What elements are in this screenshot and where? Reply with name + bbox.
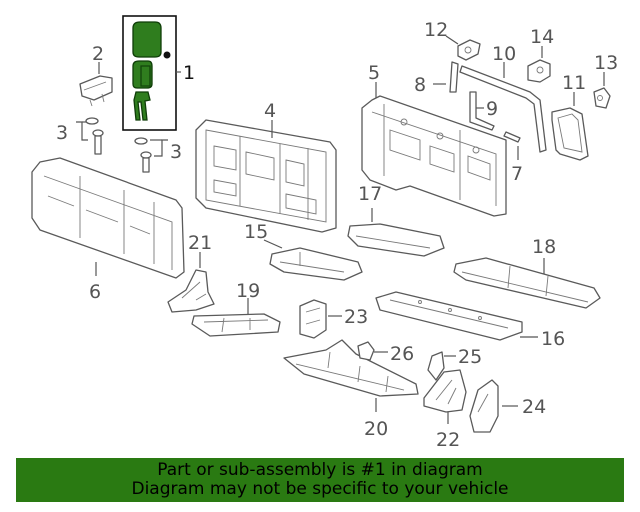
part-14-latch-assembly[interactable] (527, 46, 551, 83)
part-11-frame-loop[interactable] (551, 92, 589, 161)
callout-20: 20 (364, 418, 388, 440)
callout-1: 1 (183, 62, 195, 84)
part-25-cover[interactable] (427, 351, 456, 381)
part-1-button (163, 51, 171, 59)
callout-16: 16 (541, 328, 565, 350)
callout-25: 25 (458, 346, 482, 368)
part-26-clip[interactable] (357, 341, 388, 361)
part-3-bolt-left[interactable] (76, 117, 104, 155)
parts-diagram: 1 2 3 3 4 5 (31, 15, 618, 451)
part-3-bolt-right[interactable] (134, 137, 168, 173)
callout-24: 24 (522, 396, 546, 418)
callout-22: 22 (436, 429, 460, 451)
callout-14: 14 (530, 26, 554, 48)
callout-4: 4 (264, 100, 276, 122)
callout-17: 17 (358, 183, 382, 205)
part-12-latch[interactable] (445, 35, 481, 61)
part-1-headrest (132, 21, 162, 58)
callout-2: 2 (92, 43, 104, 65)
callout-21: 21 (188, 232, 212, 254)
part-5-rear-panel[interactable] (361, 82, 507, 217)
part-8-tube[interactable] (433, 61, 459, 93)
callout-12: 12 (424, 19, 448, 41)
part-7-clip[interactable] (503, 131, 521, 160)
callout-7: 7 (511, 163, 523, 185)
part-1-head-restraint-kit[interactable] (122, 15, 181, 131)
part-2-head-restraint[interactable] (79, 62, 113, 107)
callout-23: 23 (344, 306, 368, 328)
callout-19: 19 (236, 280, 260, 302)
callout-8: 8 (414, 74, 426, 96)
part-21-hinge-bracket[interactable] (167, 252, 215, 313)
part-9-bracket[interactable] (469, 91, 495, 131)
part-19-seat-pan-bracket[interactable] (191, 298, 281, 337)
part-24-trim-cover[interactable] (469, 379, 518, 433)
part-17-center-cushion-pad[interactable] (347, 208, 445, 257)
callout-5: 5 (368, 62, 380, 84)
part-1-posts (133, 91, 151, 121)
part-13-small-latch[interactable] (593, 72, 611, 109)
part-18-seat-cushion[interactable] (453, 257, 601, 309)
part-10-rail[interactable] (459, 62, 547, 153)
callout-18: 18 (532, 236, 556, 258)
info-banner: Part or sub-assembly is #1 in diagram Di… (16, 458, 624, 502)
part-22-side-bracket[interactable] (423, 369, 467, 424)
part-1-cover-inner (140, 65, 151, 87)
callout-15: 15 (244, 221, 268, 243)
callout-11: 11 (562, 72, 586, 94)
part-16-seat-cushion-frame[interactable] (375, 291, 538, 341)
part-15-seat-cushion-pad[interactable] (263, 239, 363, 281)
callout-13: 13 (594, 52, 618, 74)
part-20-floor-panel[interactable] (283, 339, 419, 412)
callout-9: 9 (486, 98, 498, 120)
part-23-mount-bracket[interactable] (299, 299, 342, 339)
callout-10: 10 (492, 43, 516, 65)
part-6-seat-back-cushion[interactable] (31, 157, 185, 279)
banner-line-2: Diagram may not be specific to your vehi… (131, 479, 509, 499)
callout-3-right: 3 (170, 141, 182, 163)
callout-3-left: 3 (56, 122, 68, 144)
part-4-seat-back-frame[interactable] (195, 119, 337, 233)
callout-26: 26 (390, 343, 414, 365)
banner-line-1: Part or sub-assembly is #1 in diagram (157, 460, 483, 480)
callout-6: 6 (89, 281, 101, 303)
